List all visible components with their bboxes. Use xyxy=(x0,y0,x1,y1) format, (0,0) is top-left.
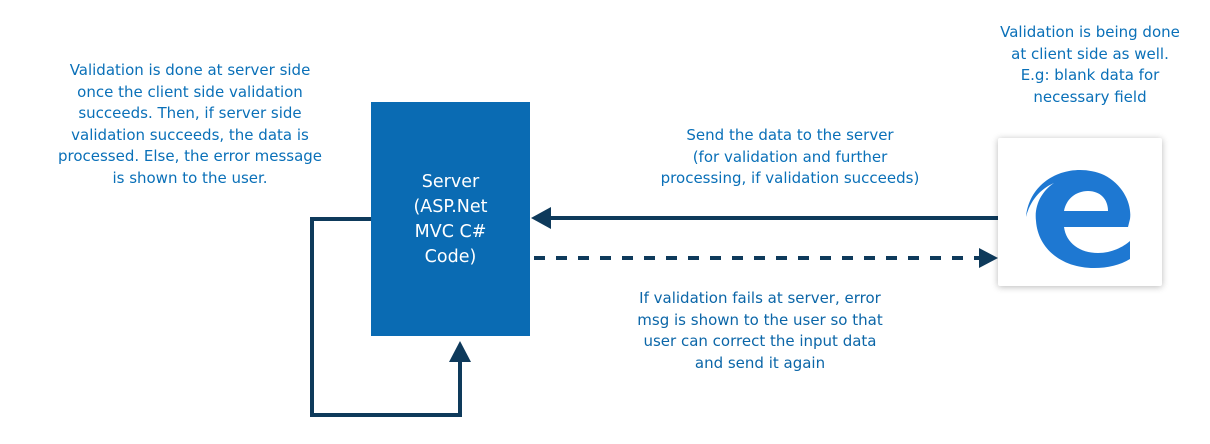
browser-client-node xyxy=(998,138,1162,286)
note-line: (for validation and further xyxy=(692,147,888,166)
send-data-arrow xyxy=(531,207,998,229)
error-response-arrow xyxy=(534,248,998,268)
server-label-line: (ASP.Net xyxy=(413,197,488,217)
note-line: user can correct the input data xyxy=(643,332,877,350)
note-line: and send it again xyxy=(694,353,826,372)
edge-browser-icon xyxy=(1026,170,1131,268)
validation-fail-note: If validation fails at server, error msg… xyxy=(600,288,920,374)
server-label: Server (ASP.Net MVC C# Code) xyxy=(371,170,530,270)
server-label-line: Code) xyxy=(424,247,477,267)
note-line: processing, if validation succeeds) xyxy=(660,169,920,187)
note-line: validation succeeds, the data is xyxy=(71,125,309,144)
server-label-line: MVC C# xyxy=(414,222,487,242)
note-line: once the client side validation xyxy=(77,82,303,101)
note-line: is shown to the user. xyxy=(112,168,268,187)
server-validation-loop xyxy=(310,217,471,417)
note-line: E.g: blank data for xyxy=(1020,66,1160,84)
note-line: succeeds. Then, if server side xyxy=(78,104,302,122)
note-line: msg is shown to the user so that xyxy=(637,310,883,329)
note-line: necessary field xyxy=(1033,87,1147,106)
client-validation-note: Validation is being done at client side … xyxy=(990,22,1190,108)
note-line: If validation fails at server, error xyxy=(639,289,881,307)
note-line: processed. Else, the error message xyxy=(57,147,323,165)
note-line: at client side as well. xyxy=(1011,44,1169,63)
note-line: Send the data to the server xyxy=(686,126,894,144)
note-line: Validation is done at server side xyxy=(69,61,311,79)
server-validation-note: Validation is done at server side once t… xyxy=(30,60,350,189)
server-node xyxy=(371,102,530,336)
server-label-line: Server xyxy=(421,172,480,192)
send-data-note: Send the data to the server (for validat… xyxy=(620,125,960,190)
note-line: Validation is being done xyxy=(1000,23,1180,41)
